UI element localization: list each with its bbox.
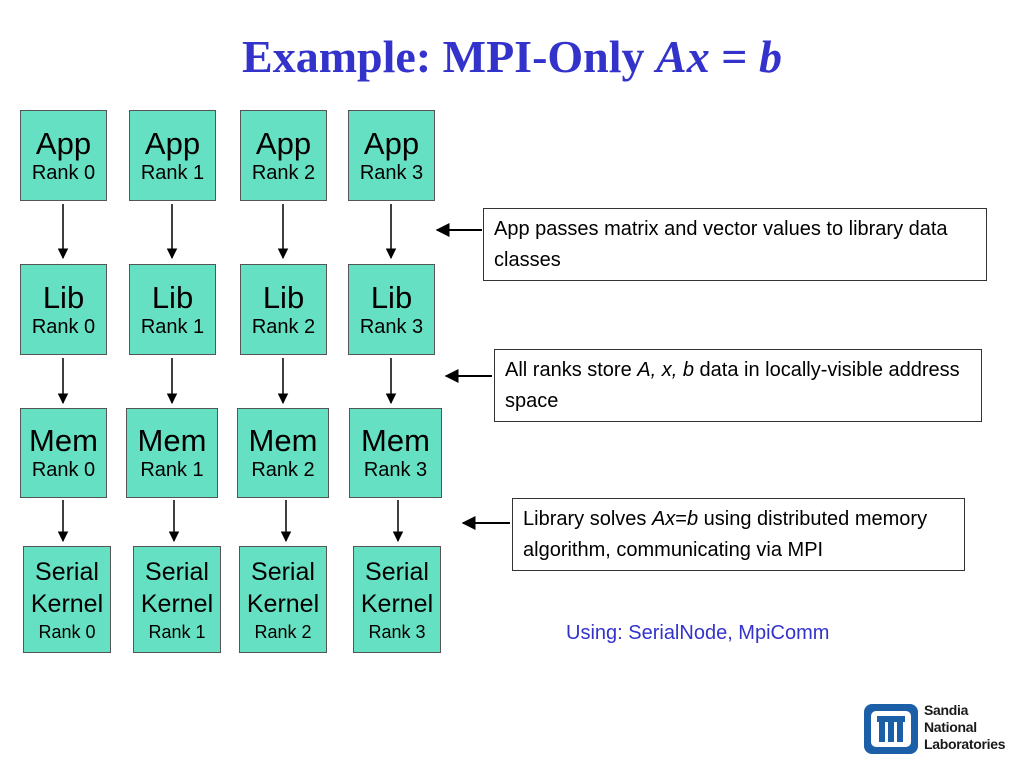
- box-rank: Rank 2: [251, 459, 315, 481]
- box-rank: Rank 0: [31, 459, 96, 481]
- box-rank: Rank 2: [251, 161, 316, 184]
- box-title: Mem: [361, 423, 430, 458]
- app-rank-2-box: App Rank 2: [240, 110, 327, 201]
- using-caption: Using: SerialNode, MpiComm: [566, 622, 830, 644]
- mem-rank-2-box: Mem Rank 2: [237, 408, 329, 498]
- box-title-line2: Kernel: [246, 589, 320, 618]
- box-rank: Rank 1: [140, 459, 204, 481]
- box-rank: Rank 2: [251, 315, 316, 338]
- kernel-rank-0-box: Serial Kernel Rank 0: [23, 546, 111, 653]
- box-title: Mem: [137, 423, 207, 458]
- box-rank: Rank 0: [31, 161, 96, 184]
- app-rank-1-box: App Rank 1: [129, 110, 216, 201]
- kernel-rank-1-box: Serial Kernel Rank 1: [133, 546, 221, 653]
- box-rank: Rank 1: [140, 315, 205, 338]
- sandia-logo-icon: [864, 704, 918, 754]
- box-title: Lib: [42, 279, 85, 315]
- box-title: App: [35, 125, 92, 161]
- box-rank: Rank 1: [148, 621, 206, 642]
- mem-rank-0-box: Mem Rank 0: [20, 408, 107, 498]
- box-rank: Rank 1: [140, 161, 205, 184]
- box-rank: Rank 0: [31, 315, 96, 338]
- box-rank: Rank 3: [368, 621, 426, 642]
- lib-rank-0-box: Lib Rank 0: [20, 264, 107, 355]
- lib-rank-2-box: Lib Rank 2: [240, 264, 327, 355]
- mem-rank-1-box: Mem Rank 1: [126, 408, 218, 498]
- box-rank: Rank 3: [363, 459, 428, 481]
- lib-rank-1-box: Lib Rank 1: [129, 264, 216, 355]
- box-title: Mem: [29, 423, 98, 458]
- lib-rank-3-box: Lib Rank 3: [348, 264, 435, 355]
- box-title-line1: Serial: [365, 557, 429, 586]
- kernel-rank-3-box: Serial Kernel Rank 3: [353, 546, 441, 653]
- box-title: App: [144, 125, 201, 161]
- box-title-line2: Kernel: [360, 589, 434, 618]
- box-title: Mem: [248, 423, 318, 458]
- slide-title: Example: MPI-Only Ax = b: [242, 31, 782, 82]
- sandia-logo-text: Sandia National Laboratories: [924, 702, 1006, 752]
- note-library-solves: Library solves Ax=b using distributed me…: [512, 498, 965, 571]
- app-rank-3-box: App Rank 3: [348, 110, 435, 201]
- box-title: App: [363, 125, 420, 161]
- app-rank-0-box: App Rank 0: [20, 110, 107, 201]
- box-title: Lib: [262, 279, 305, 315]
- kernel-rank-2-box: Serial Kernel Rank 2: [239, 546, 327, 653]
- note-all-ranks-store: All ranks store A, x, b data in locally-…: [494, 349, 982, 422]
- box-rank: Rank 3: [359, 161, 424, 184]
- box-title: Lib: [151, 279, 194, 315]
- box-title-line1: Serial: [35, 557, 99, 586]
- box-title-line1: Serial: [145, 557, 209, 586]
- note-app-passes: App passes matrix and vector values to l…: [483, 208, 987, 281]
- box-title-line2: Kernel: [140, 589, 214, 618]
- mem-rank-3-box: Mem Rank 3: [349, 408, 442, 498]
- box-title: Lib: [370, 279, 413, 315]
- box-rank: Rank 3: [359, 315, 424, 338]
- box-rank: Rank 0: [38, 621, 96, 642]
- box-title: App: [255, 125, 312, 161]
- box-rank: Rank 2: [254, 621, 312, 642]
- box-title-line2: Kernel: [30, 589, 104, 618]
- box-title-line1: Serial: [251, 557, 315, 586]
